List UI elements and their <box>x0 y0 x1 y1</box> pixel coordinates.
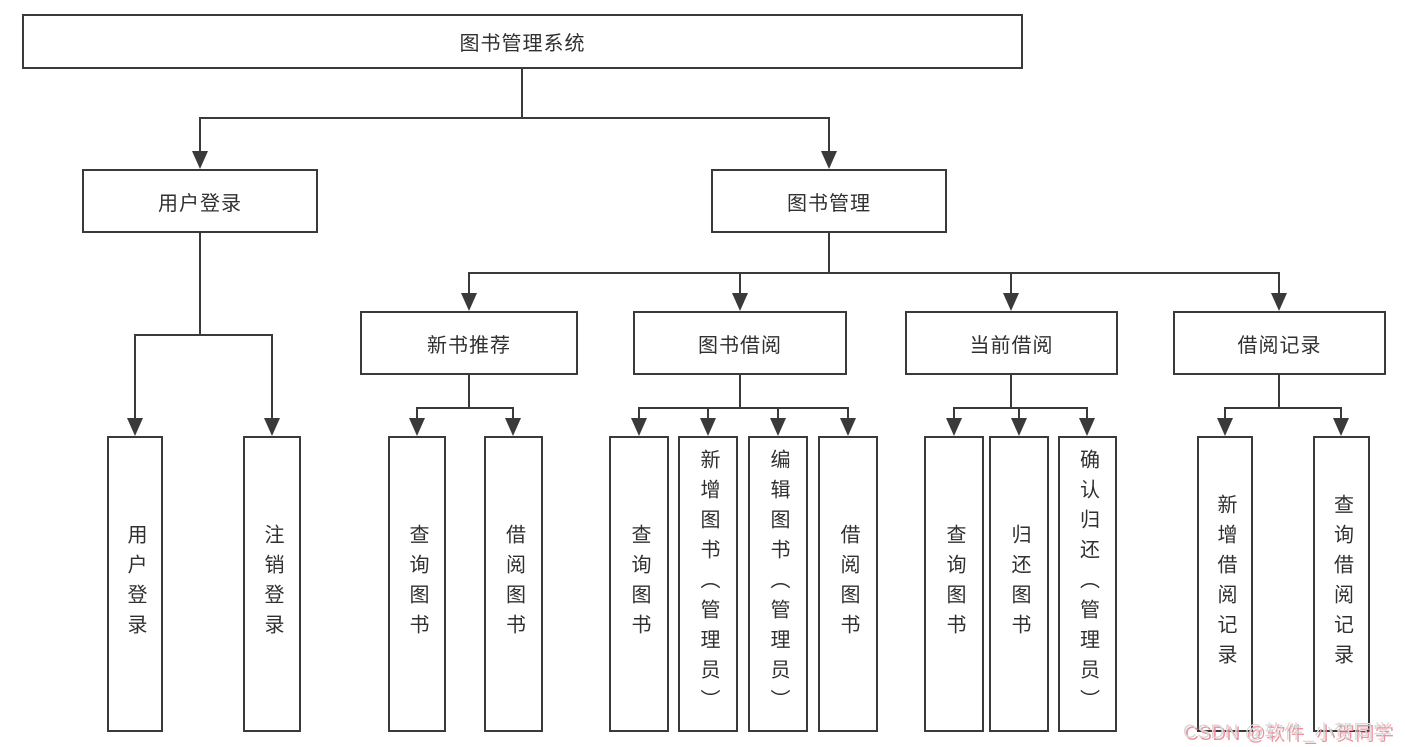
leaf-user-login: 用户登录 <box>107 436 163 732</box>
arrow-down-icon <box>1333 418 1349 436</box>
connector-line <box>739 375 741 408</box>
connector-line <box>199 117 201 152</box>
leaf-logout-login: 注销登录 <box>243 436 301 732</box>
arrow-down-icon <box>1003 293 1019 311</box>
node-book-management: 图书管理 <box>711 169 947 233</box>
arrow-down-icon <box>770 418 786 436</box>
connector-line <box>271 334 273 420</box>
arrow-down-icon <box>461 293 477 311</box>
connector-line <box>638 407 640 421</box>
connector-line <box>468 375 470 408</box>
connector-line <box>134 334 273 336</box>
connector-line <box>416 407 418 421</box>
connector-line <box>828 117 830 152</box>
connector-line <box>1340 407 1342 421</box>
leaf-borrow-query-books: 查询图书 <box>609 436 669 732</box>
arrow-down-icon <box>1079 418 1095 436</box>
connector-line <box>707 407 709 421</box>
node-book-borrowing: 图书借阅 <box>633 311 847 375</box>
node-user-login: 用户登录 <box>82 169 318 233</box>
arrow-down-icon <box>505 418 521 436</box>
connector-line <box>1010 272 1012 295</box>
arrow-down-icon <box>1217 418 1233 436</box>
connector-line <box>1010 375 1012 408</box>
leaf-current-confirm-return-admin: 确认归还（管理员） <box>1058 436 1117 732</box>
arrow-down-icon <box>409 418 425 436</box>
connector-line <box>828 233 830 274</box>
arrow-down-icon <box>700 418 716 436</box>
connector-line <box>512 407 514 421</box>
connector-line <box>638 407 849 409</box>
arrow-down-icon <box>264 418 280 436</box>
arrow-down-icon <box>732 293 748 311</box>
connector-line <box>1278 272 1280 295</box>
connector-line <box>1278 375 1280 408</box>
leaf-borrow-add-books-admin: 新增图书（管理员） <box>678 436 738 732</box>
connector-line <box>1224 407 1342 409</box>
connector-line <box>199 117 830 119</box>
node-library-system: 图书管理系统 <box>22 14 1023 69</box>
connector-line <box>953 407 955 421</box>
connector-line <box>1224 407 1226 421</box>
connector-line <box>847 407 849 421</box>
arrow-down-icon <box>127 418 143 436</box>
connector-line <box>416 407 514 409</box>
arrow-down-icon <box>1011 418 1027 436</box>
arrow-down-icon <box>821 151 837 169</box>
connector-line <box>521 69 523 117</box>
arrow-down-icon <box>1271 293 1287 311</box>
node-borrowing-records: 借阅记录 <box>1173 311 1386 375</box>
arrow-down-icon <box>192 151 208 169</box>
connector-line <box>199 233 201 334</box>
leaf-records-query-record: 查询借阅记录 <box>1313 436 1370 732</box>
arrow-down-icon <box>840 418 856 436</box>
leaf-borrow-borrow-books: 借阅图书 <box>818 436 878 732</box>
node-new-book-recommendation: 新书推荐 <box>360 311 578 375</box>
node-current-borrowing: 当前借阅 <box>905 311 1118 375</box>
leaf-borrow-edit-books-admin: 编辑图书（管理员） <box>748 436 808 732</box>
connector-line <box>1086 407 1088 421</box>
connector-line <box>468 272 1280 274</box>
csdn-watermark: CSDN @软件_小贺同学 <box>1183 722 1393 743</box>
leaf-current-return-books: 归还图书 <box>989 436 1049 732</box>
connector-line <box>777 407 779 421</box>
arrow-down-icon <box>946 418 962 436</box>
leaf-current-query-books: 查询图书 <box>924 436 984 732</box>
connector-line <box>953 407 1088 409</box>
connector-line <box>1018 407 1020 421</box>
connector-line <box>739 272 741 295</box>
leaf-records-add-record: 新增借阅记录 <box>1197 436 1253 732</box>
connector-line <box>134 334 136 420</box>
leaf-newrec-borrow-books: 借阅图书 <box>484 436 543 732</box>
connector-line <box>468 272 470 295</box>
leaf-newrec-query-books: 查询图书 <box>388 436 446 732</box>
arrow-down-icon <box>631 418 647 436</box>
